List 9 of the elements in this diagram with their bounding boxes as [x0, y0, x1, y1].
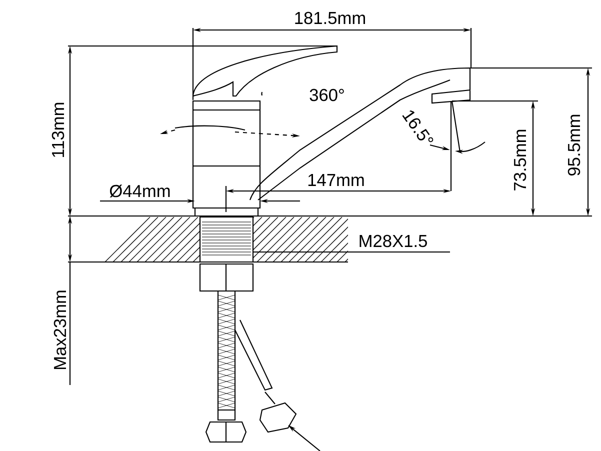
dimension-label: 360°	[310, 88, 344, 102]
dimension-label: M28X1.5	[360, 234, 427, 248]
dimension-label: 181.5mm	[295, 12, 365, 24]
dimension-label: 147mm	[308, 174, 364, 186]
dimension-label: Ø44mm	[110, 184, 170, 198]
dimension-label: 95.5mm	[568, 114, 580, 176]
dimension-label: Max23mm	[54, 290, 66, 370]
dimension-label: 73.5mm	[514, 130, 526, 190]
dimension-label: 113mm	[52, 102, 64, 157]
